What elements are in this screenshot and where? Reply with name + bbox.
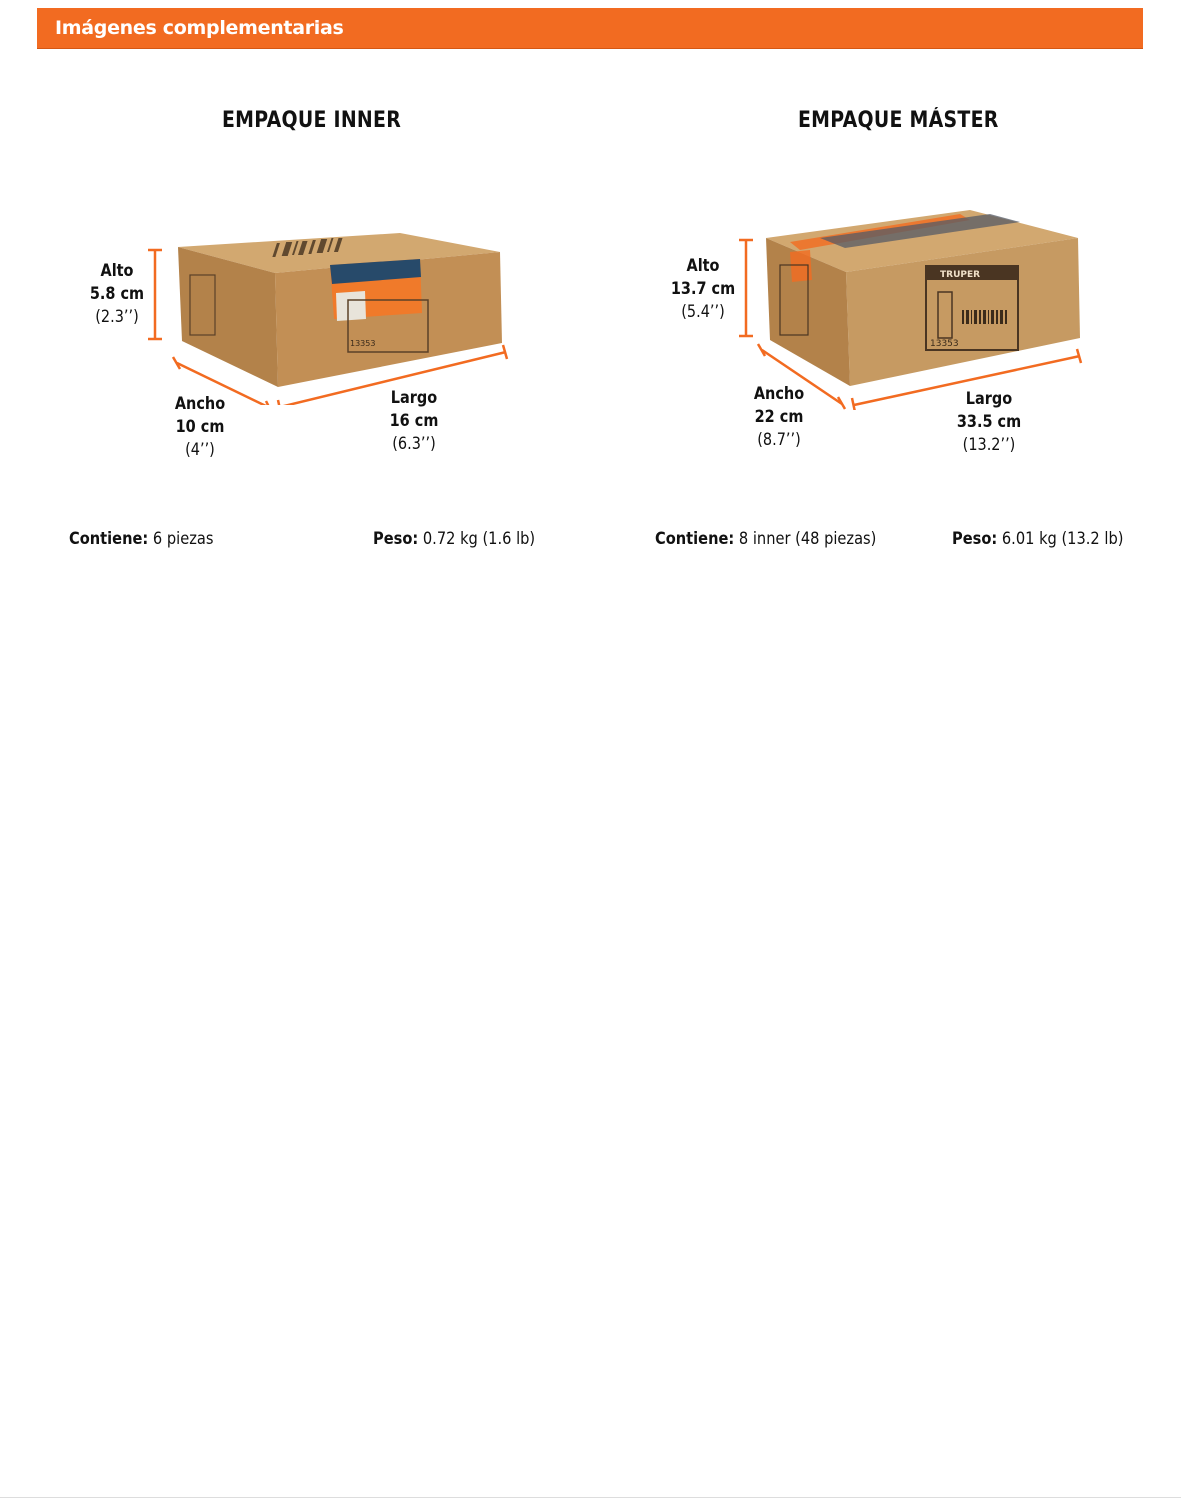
inner-weight: Peso: 0.72 kg (1.6 lb) — [373, 529, 536, 549]
inner-length-label: Largo 16 cm (6.3’’) — [389, 388, 439, 454]
inner-height-label: Alto 5.8 cm (2.3’’) — [89, 261, 145, 327]
inner-contents: Contiene: 6 piezas — [69, 529, 214, 549]
section-header-title: Imágenes complementarias — [55, 17, 344, 39]
master-contents: Contiene: 8 inner (48 piezas) — [655, 529, 877, 549]
inner-box-image: 13353 — [148, 233, 509, 405]
inner-package-title: EMPAQUE INNER — [222, 108, 402, 133]
master-height-label: Alto 13.7 cm (5.4’’) — [670, 256, 736, 322]
master-weight: Peso: 6.01 kg (13.2 lb) — [952, 529, 1124, 549]
inner-box-code: 13353 — [350, 339, 375, 348]
section-header-bar: Imágenes complementarias — [37, 8, 1143, 49]
master-brand-logo: TRUPER — [940, 270, 980, 280]
page-bottom-divider — [0, 1497, 1181, 1498]
master-length-label: Largo 33.5 cm (13.2’’) — [956, 389, 1022, 455]
master-width-label: Ancho 22 cm (8.7’’) — [753, 384, 805, 450]
master-box-image: TRUPER 13353 — [739, 210, 1083, 410]
inner-width-label: Ancho 10 cm (4’’) — [174, 394, 226, 460]
master-box-code: 13353 — [930, 339, 959, 349]
master-package-title: EMPAQUE MÁSTER — [798, 108, 999, 133]
